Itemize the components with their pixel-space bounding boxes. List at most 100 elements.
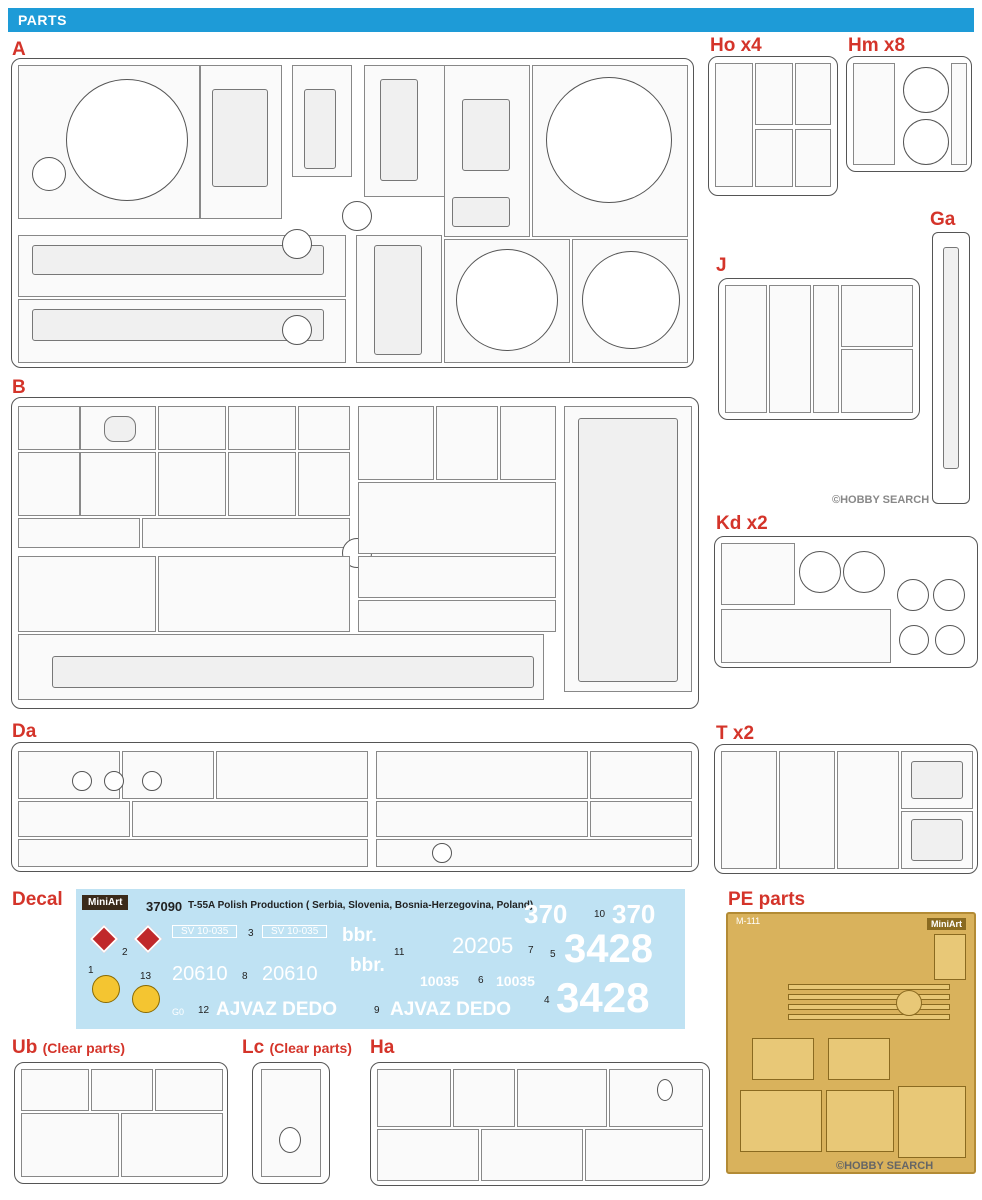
b-cell-9 bbox=[228, 452, 296, 516]
da-ring-4 bbox=[432, 843, 452, 863]
ha-cell-4 bbox=[609, 1069, 703, 1127]
hm-cell-1 bbox=[853, 63, 895, 165]
decal-brand-logo: MiniArt bbox=[82, 895, 129, 910]
ha-cell-7 bbox=[585, 1129, 703, 1181]
decal-num-11: 11 bbox=[394, 947, 405, 958]
sprue-label-t: T x2 bbox=[716, 723, 755, 744]
sprue-hm-frame bbox=[846, 56, 972, 172]
sprue-j-frame bbox=[718, 278, 920, 420]
kd-wheel-2 bbox=[935, 625, 965, 655]
sprue-label-ub: Ub (Clear parts) bbox=[12, 1038, 125, 1057]
pe-strip-2 bbox=[788, 994, 950, 1000]
j-cell-3 bbox=[813, 285, 839, 413]
hobby-search-watermark: ©HOBBY SEARCH bbox=[832, 494, 930, 506]
hobby-search-watermark-2: ©HOBBY SEARCH bbox=[836, 1160, 934, 1172]
b-cell-21 bbox=[500, 406, 556, 480]
b-cell-12 bbox=[142, 518, 350, 548]
ub-cell-3 bbox=[155, 1069, 223, 1111]
decal-num-20610-a: 20610 bbox=[172, 963, 228, 985]
kd-sprocket-2 bbox=[843, 551, 885, 593]
part-a9 bbox=[452, 197, 510, 227]
da-cell-6 bbox=[18, 801, 130, 837]
b-cell-4 bbox=[228, 406, 296, 450]
pe-mesh-panel-2 bbox=[826, 1090, 894, 1152]
decal-kit-number: 37090 bbox=[146, 899, 183, 914]
kd-cell-2 bbox=[721, 609, 891, 663]
hm-wheel-1 bbox=[903, 67, 949, 113]
ub-cell-5 bbox=[121, 1113, 223, 1177]
decal-bee-emblem-2 bbox=[132, 985, 160, 1013]
pe-ring bbox=[896, 990, 922, 1016]
ub-cell-4 bbox=[21, 1113, 119, 1177]
ub-cell-1 bbox=[21, 1069, 89, 1111]
part-a7 bbox=[462, 99, 510, 171]
sprue-label-hm: Hm x8 bbox=[848, 35, 906, 56]
t-cell-1 bbox=[721, 751, 777, 869]
sprue-a-frame bbox=[11, 58, 694, 368]
part-a10 bbox=[374, 245, 422, 355]
b-cell-8 bbox=[158, 452, 226, 516]
part-a4-fender bbox=[32, 245, 324, 275]
part-t12 bbox=[911, 761, 963, 799]
decal-sheet: MiniArt 37090 T-55A Polish Production ( … bbox=[76, 889, 685, 1029]
t-cell-3 bbox=[837, 751, 899, 869]
sprue-label-da: Da bbox=[12, 721, 37, 742]
sprue-t-frame bbox=[714, 744, 978, 874]
decal-num-13: 13 bbox=[140, 971, 152, 982]
da-cell-2 bbox=[122, 751, 214, 799]
b-cell-14 bbox=[158, 556, 350, 632]
kd-ring-1 bbox=[897, 579, 929, 611]
hm-wheel-2 bbox=[903, 119, 949, 165]
sprue-ha-frame bbox=[370, 1062, 710, 1186]
sprue-ub-frame bbox=[14, 1062, 228, 1184]
j-cell-4 bbox=[841, 285, 913, 347]
ub-letter: Ub bbox=[12, 1037, 38, 1058]
part-a12-ring bbox=[582, 251, 680, 349]
part-b-fender-long bbox=[52, 656, 534, 688]
lc-cell-1 bbox=[261, 1069, 321, 1177]
decal-num-10035-b: 10035 bbox=[496, 973, 535, 989]
decal-sv-2: SV 10-035 bbox=[262, 925, 328, 938]
sprue-label-ha: Ha bbox=[370, 1037, 395, 1058]
sprue-kd-frame bbox=[714, 536, 978, 668]
decal-num-3: 3 bbox=[248, 928, 254, 939]
decal-num-7: 7 bbox=[528, 945, 534, 956]
sprue-label-lc: Lc (Clear parts) bbox=[242, 1038, 352, 1057]
part-a11-ring bbox=[456, 249, 558, 351]
sprue-label-decal: Decal bbox=[12, 889, 63, 910]
decal-num-20205: 20205 bbox=[452, 933, 514, 958]
decal-g0: G0 bbox=[172, 1007, 185, 1017]
decal-num-1: 1 bbox=[88, 965, 94, 976]
decal-kit-subtitle: T-55A Polish Production ( Serbia, Sloven… bbox=[188, 900, 534, 911]
b-cell-1 bbox=[18, 406, 80, 450]
ho-cell-1 bbox=[715, 63, 753, 187]
decal-sv-1: SV 10-035 bbox=[172, 925, 238, 938]
decal-num-20610-b: 20610 bbox=[262, 963, 318, 985]
decal-bbr-2: bbr. bbox=[350, 955, 385, 976]
sprue-lc-frame bbox=[252, 1062, 330, 1184]
da-ring-3 bbox=[142, 771, 162, 791]
decal-polish-checker-1 bbox=[89, 924, 119, 954]
part-a1-turret-ring bbox=[66, 79, 188, 201]
pe-box-2 bbox=[828, 1038, 890, 1080]
pe-code: M-111 bbox=[736, 916, 761, 926]
b-cell-6 bbox=[18, 452, 80, 516]
sprue-label-ho: Ho x4 bbox=[710, 35, 762, 56]
pe-mesh-panel-1 bbox=[740, 1090, 822, 1152]
part-a1-hatch bbox=[32, 157, 66, 191]
b-cell-3 bbox=[158, 406, 226, 450]
sprue-label-kd: Kd x2 bbox=[716, 513, 768, 534]
decal-num-3428-a: 3428 bbox=[564, 927, 653, 971]
lc-clear-note: (Clear parts) bbox=[269, 1040, 352, 1056]
b-cell-22 bbox=[358, 482, 556, 554]
part-a5-fender bbox=[32, 309, 324, 341]
decal-num-9: 9 bbox=[374, 1005, 380, 1016]
ha-cell-6 bbox=[481, 1129, 583, 1181]
pe-strip-1 bbox=[788, 984, 950, 990]
decal-bee-emblem-1 bbox=[92, 975, 120, 1003]
sprue-ho-frame bbox=[708, 56, 838, 196]
sprue-label-pe: PE parts bbox=[728, 889, 806, 910]
decal-num-2: 2 bbox=[122, 947, 128, 958]
part-a6 bbox=[380, 79, 418, 181]
decal-num-12: 12 bbox=[198, 1005, 210, 1016]
